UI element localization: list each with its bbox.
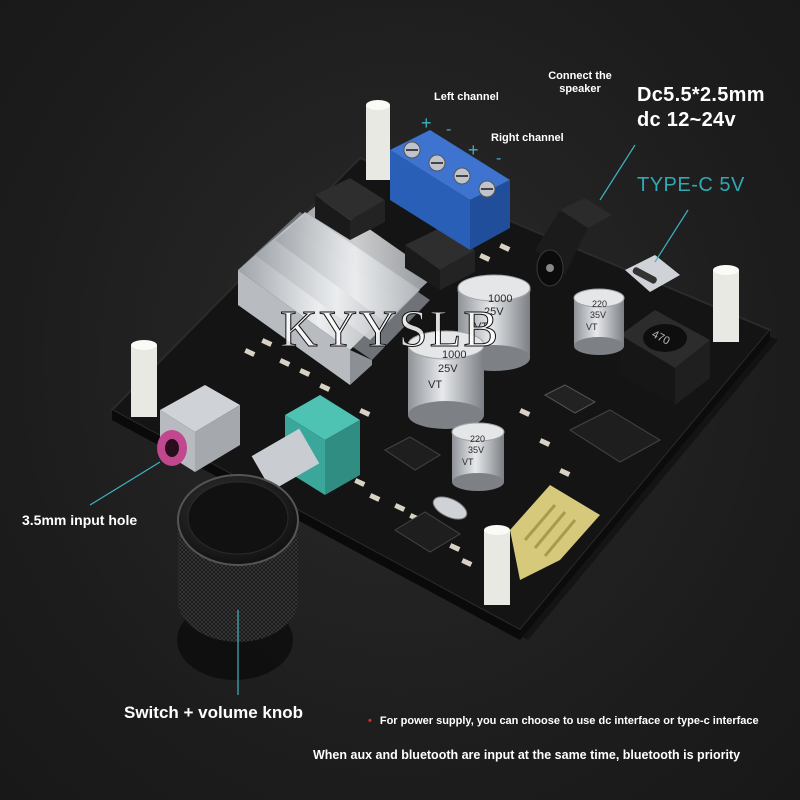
- note-bluetooth-priority: When aux and bluetooth are input at the …: [313, 748, 741, 762]
- minus-sign-left: -: [446, 121, 452, 138]
- note-power-supply: • For power supply, you can choose to use…: [368, 715, 759, 727]
- callout-lines: [89, 144, 689, 695]
- plus-sign-left: +: [421, 113, 432, 133]
- cap-text: 1000: [488, 293, 512, 305]
- watermark: KYYSLB: [279, 301, 501, 359]
- standoff-top-left: [366, 100, 390, 180]
- label-type-c: TYPE-C 5V: [637, 174, 745, 196]
- label-dc-voltage: dc 12~24v: [637, 109, 736, 131]
- capacitor-220uf-bottom: [451, 422, 505, 491]
- capacitor-markings: 1000 25V VT 1000 25V VT 220 35V VT 220 3…: [428, 293, 607, 467]
- cap-text: VT: [586, 322, 598, 332]
- label-knob: Switch + volume knob: [124, 703, 304, 722]
- dc-power-jack: [535, 198, 612, 287]
- minus-sign-right: -: [496, 150, 502, 167]
- note-power-text: For power supply, you can choose to use …: [379, 715, 759, 727]
- speaker-terminal-block: [390, 130, 510, 250]
- inductor: [620, 310, 710, 405]
- cap-text: 1000: [442, 349, 466, 361]
- ic-chips: [384, 384, 662, 553]
- audio-jack-3-5mm: [157, 385, 240, 472]
- standoff-bottom: [484, 525, 510, 605]
- cap-text: 220: [592, 299, 607, 309]
- label-connect-speaker: Connect the speaker: [548, 70, 612, 95]
- cap-text: VT: [428, 379, 442, 391]
- cap-text: VT: [462, 457, 474, 467]
- label-dc-size: Dc5.5*2.5mm: [637, 84, 765, 106]
- cap-text: 35V: [590, 310, 606, 320]
- power-transistors: [315, 178, 475, 290]
- heatsink: [238, 198, 435, 385]
- crystal: [432, 496, 468, 520]
- capacitor-1000uf-top: [457, 274, 531, 371]
- label-left-channel: Left channel: [434, 91, 499, 103]
- bullet-dot: •: [368, 715, 372, 727]
- standoff-left: [131, 340, 157, 417]
- cap-text: 25V: [484, 306, 504, 318]
- cap-text: VT: [474, 321, 488, 333]
- standoff-right: [713, 265, 739, 342]
- cap-text: 35V: [468, 445, 484, 455]
- capacitor-1000uf-bottom: [407, 330, 485, 429]
- cap-text: 25V: [438, 363, 458, 375]
- label-input-hole: 3.5mm input hole: [22, 512, 138, 528]
- type-c-port: [625, 255, 680, 292]
- bluetooth-module: [510, 485, 600, 580]
- label-right-channel: Right channel: [491, 132, 564, 144]
- potentiometer: [251, 395, 360, 495]
- cap-text: 220: [470, 434, 485, 444]
- volume-knob: [177, 474, 299, 680]
- capacitor-220uf-right: [573, 288, 625, 355]
- plus-sign-right: +: [468, 140, 479, 160]
